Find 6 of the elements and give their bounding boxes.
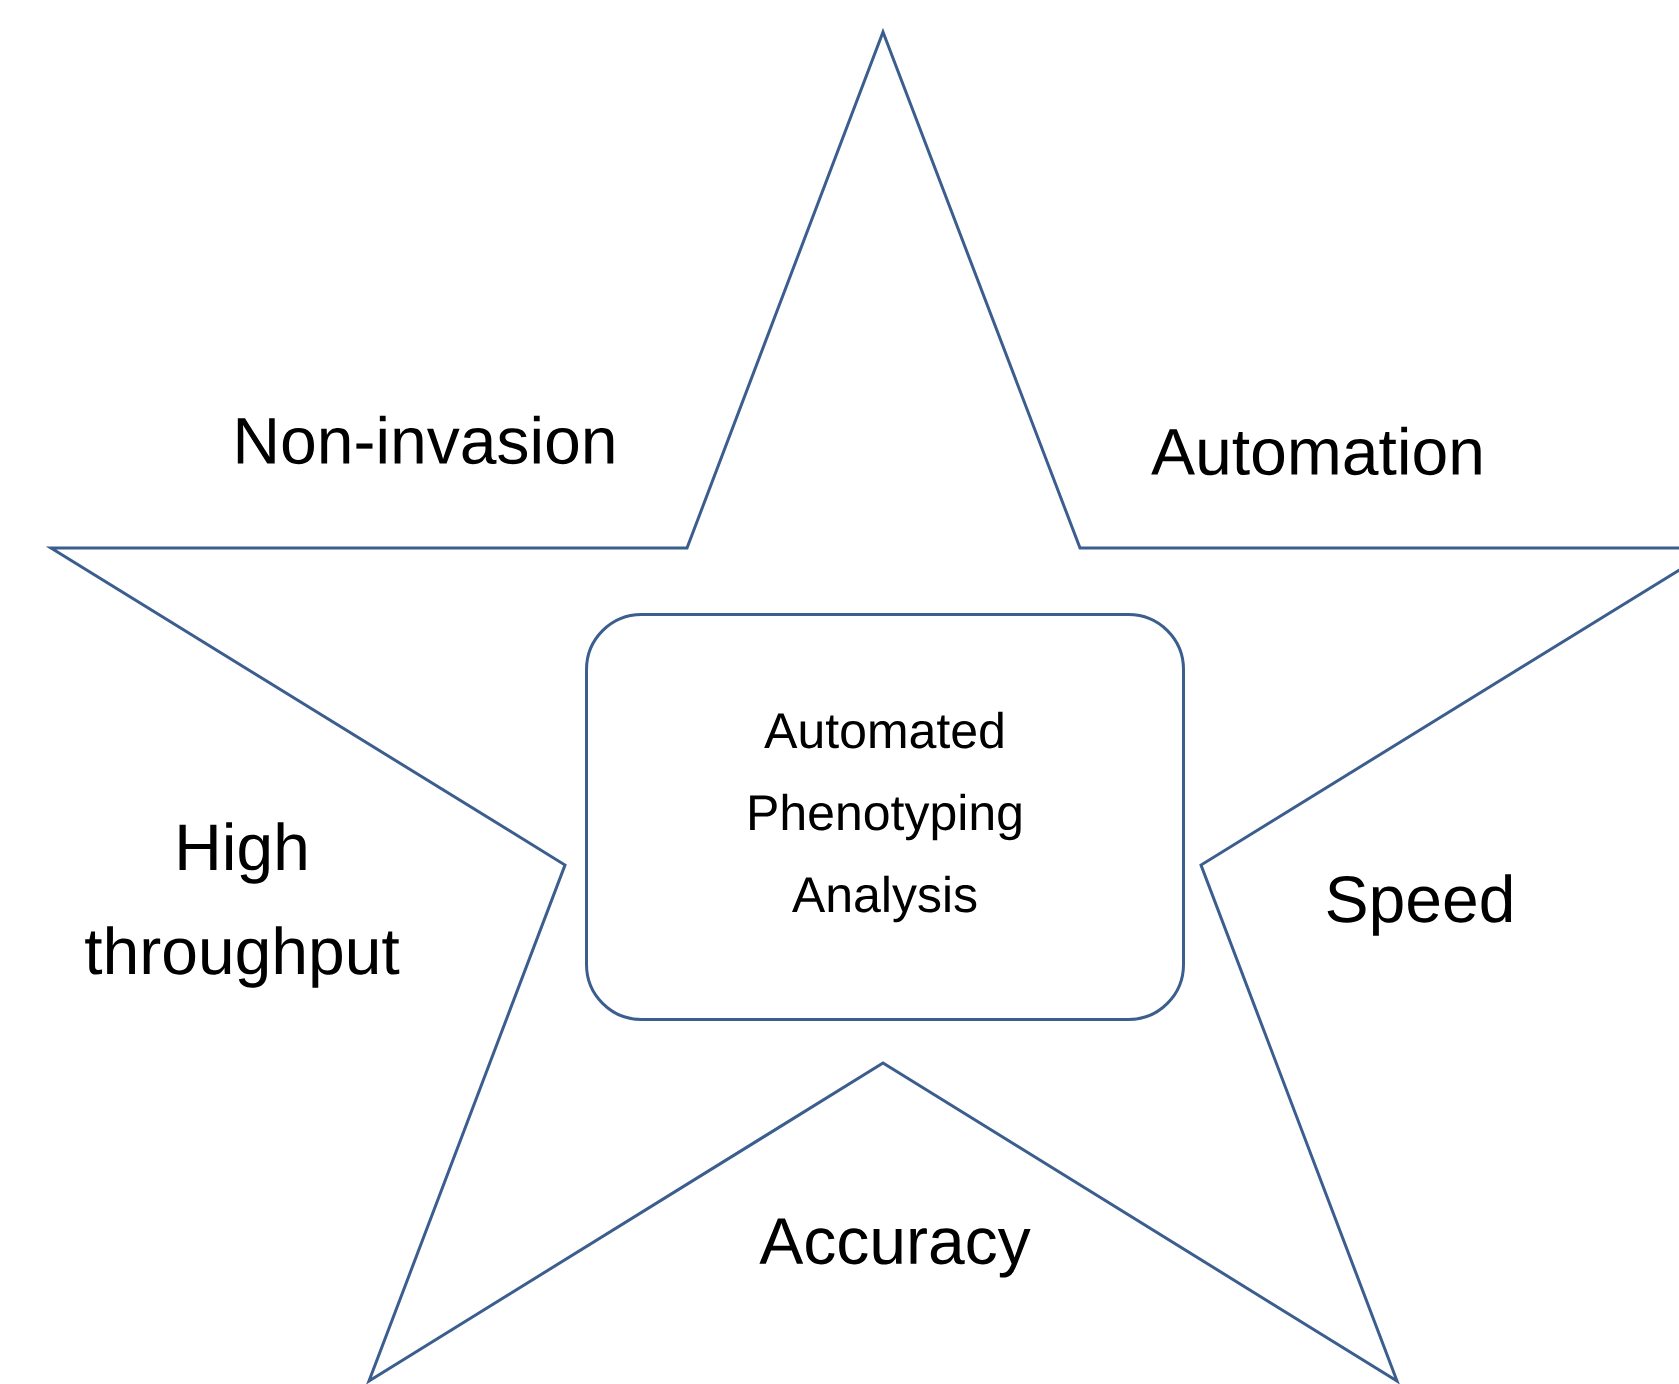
star-point-label: High throughput [85,822,400,988]
star-point-label: Accuracy [759,1218,1031,1278]
star-point-label: Non-invasion [237,415,614,465]
star-point-label: Speed [1327,874,1512,936]
rounded-box: Automated Phenotyping Analysis [585,613,1185,1021]
star-point-label: Automation [1151,426,1481,476]
